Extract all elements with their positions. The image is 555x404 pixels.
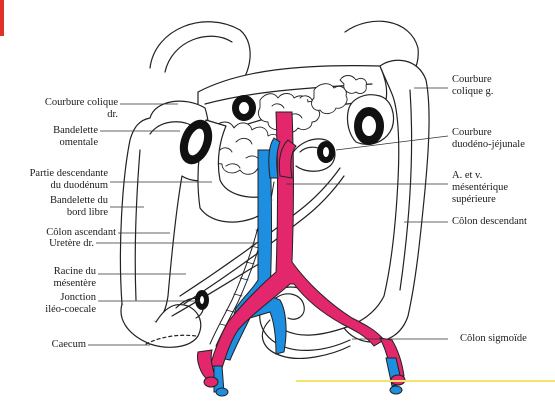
footer-highlight-line — [296, 380, 555, 382]
label-colon-sigmoide: Côlon sigmoïde — [460, 333, 527, 344]
caecum-outline — [120, 303, 202, 348]
colon-cut-ends — [179, 95, 384, 310]
mesentery-stripe — [171, 261, 263, 317]
upper-left-loop-inner — [164, 35, 233, 73]
label-uretere-dr: Uretère dr. — [49, 238, 94, 249]
sigmoid-tail — [261, 319, 351, 359]
ileocecal-dashes — [145, 334, 197, 345]
label-colon-ascendant: Côlon ascendant — [46, 227, 116, 238]
leader-lines — [88, 87, 449, 346]
label-caecum: Caecum — [51, 339, 86, 350]
descending-colon — [343, 59, 430, 343]
descending-colon-band — [399, 89, 413, 291]
right-iliac-cut — [203, 376, 219, 388]
sup-mesenteric-vein — [268, 137, 281, 179]
label-colon-descendant: Côlon descendant — [452, 216, 527, 227]
sup-mesenteric-artery — [278, 139, 297, 179]
corner-accent-bar — [0, 0, 4, 36]
upper-left-loop-outline — [149, 21, 251, 93]
great-vessels — [197, 111, 406, 397]
aorta — [209, 111, 385, 369]
free-band-line — [134, 149, 141, 301]
